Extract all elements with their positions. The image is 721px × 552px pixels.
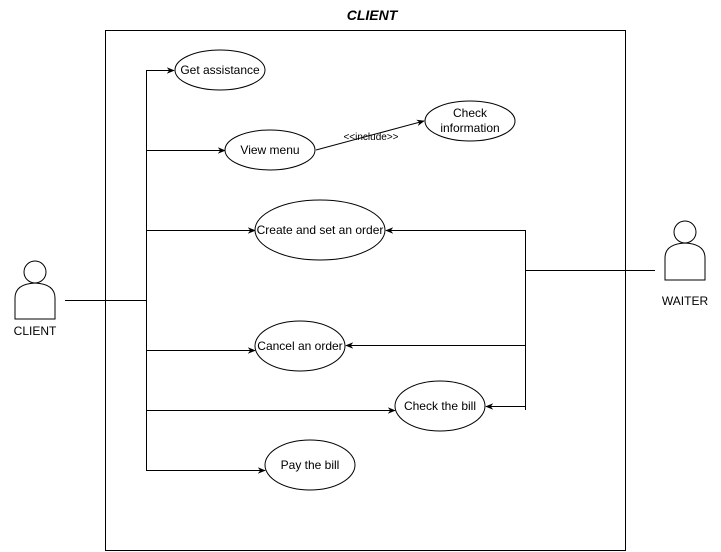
waiter-actor-body (664, 242, 706, 281)
client-actor-body (14, 282, 56, 320)
create-order-ellipse (254, 199, 386, 261)
use-case-pay-bill: Pay the bill (264, 439, 356, 491)
include-label: <<include>> (343, 132, 398, 143)
check-information-ellipse (424, 100, 516, 142)
cancel-order-label: Cancel an order (257, 339, 342, 353)
system-boundary (105, 30, 626, 551)
check-bill-label: Check the bill (404, 399, 476, 413)
waiter-actor-head (673, 220, 697, 244)
use-case-cancel-order: Cancel an order (254, 320, 346, 372)
use-case-check-bill: Check the bill (394, 380, 486, 432)
use-case-view-menu: View menu (224, 129, 316, 171)
use-case-check-information: Check information (424, 100, 516, 142)
system-title: CLIENT (347, 7, 399, 23)
client-actor: CLIENT (14, 260, 57, 338)
client-actor-head (23, 260, 47, 284)
use-case-create-order: Create and set an order (254, 199, 386, 261)
cancel-order-ellipse (254, 320, 346, 372)
view-menu-label: View menu (240, 143, 299, 157)
pay-bill-ellipse (264, 439, 356, 491)
include-relation-line (315, 119, 425, 151)
check-information-label-line1: Check (453, 106, 488, 120)
use-case-get-assistance: Get assistance (174, 49, 266, 91)
waiter-actor-label: WAITER (662, 294, 709, 308)
client-actor-label: CLIENT (14, 324, 57, 338)
client-associations (65, 67, 396, 474)
check-information-label-line2: information (440, 121, 499, 135)
check-bill-ellipse (394, 380, 486, 432)
create-order-label: Create and set an order (257, 223, 384, 237)
waiter-associations (345, 227, 655, 410)
get-assistance-ellipse (174, 49, 266, 91)
waiter-actor: WAITER (662, 220, 709, 308)
view-menu-ellipse (224, 129, 316, 171)
get-assistance-label: Get assistance (180, 63, 260, 77)
pay-bill-label: Pay the bill (281, 458, 340, 472)
